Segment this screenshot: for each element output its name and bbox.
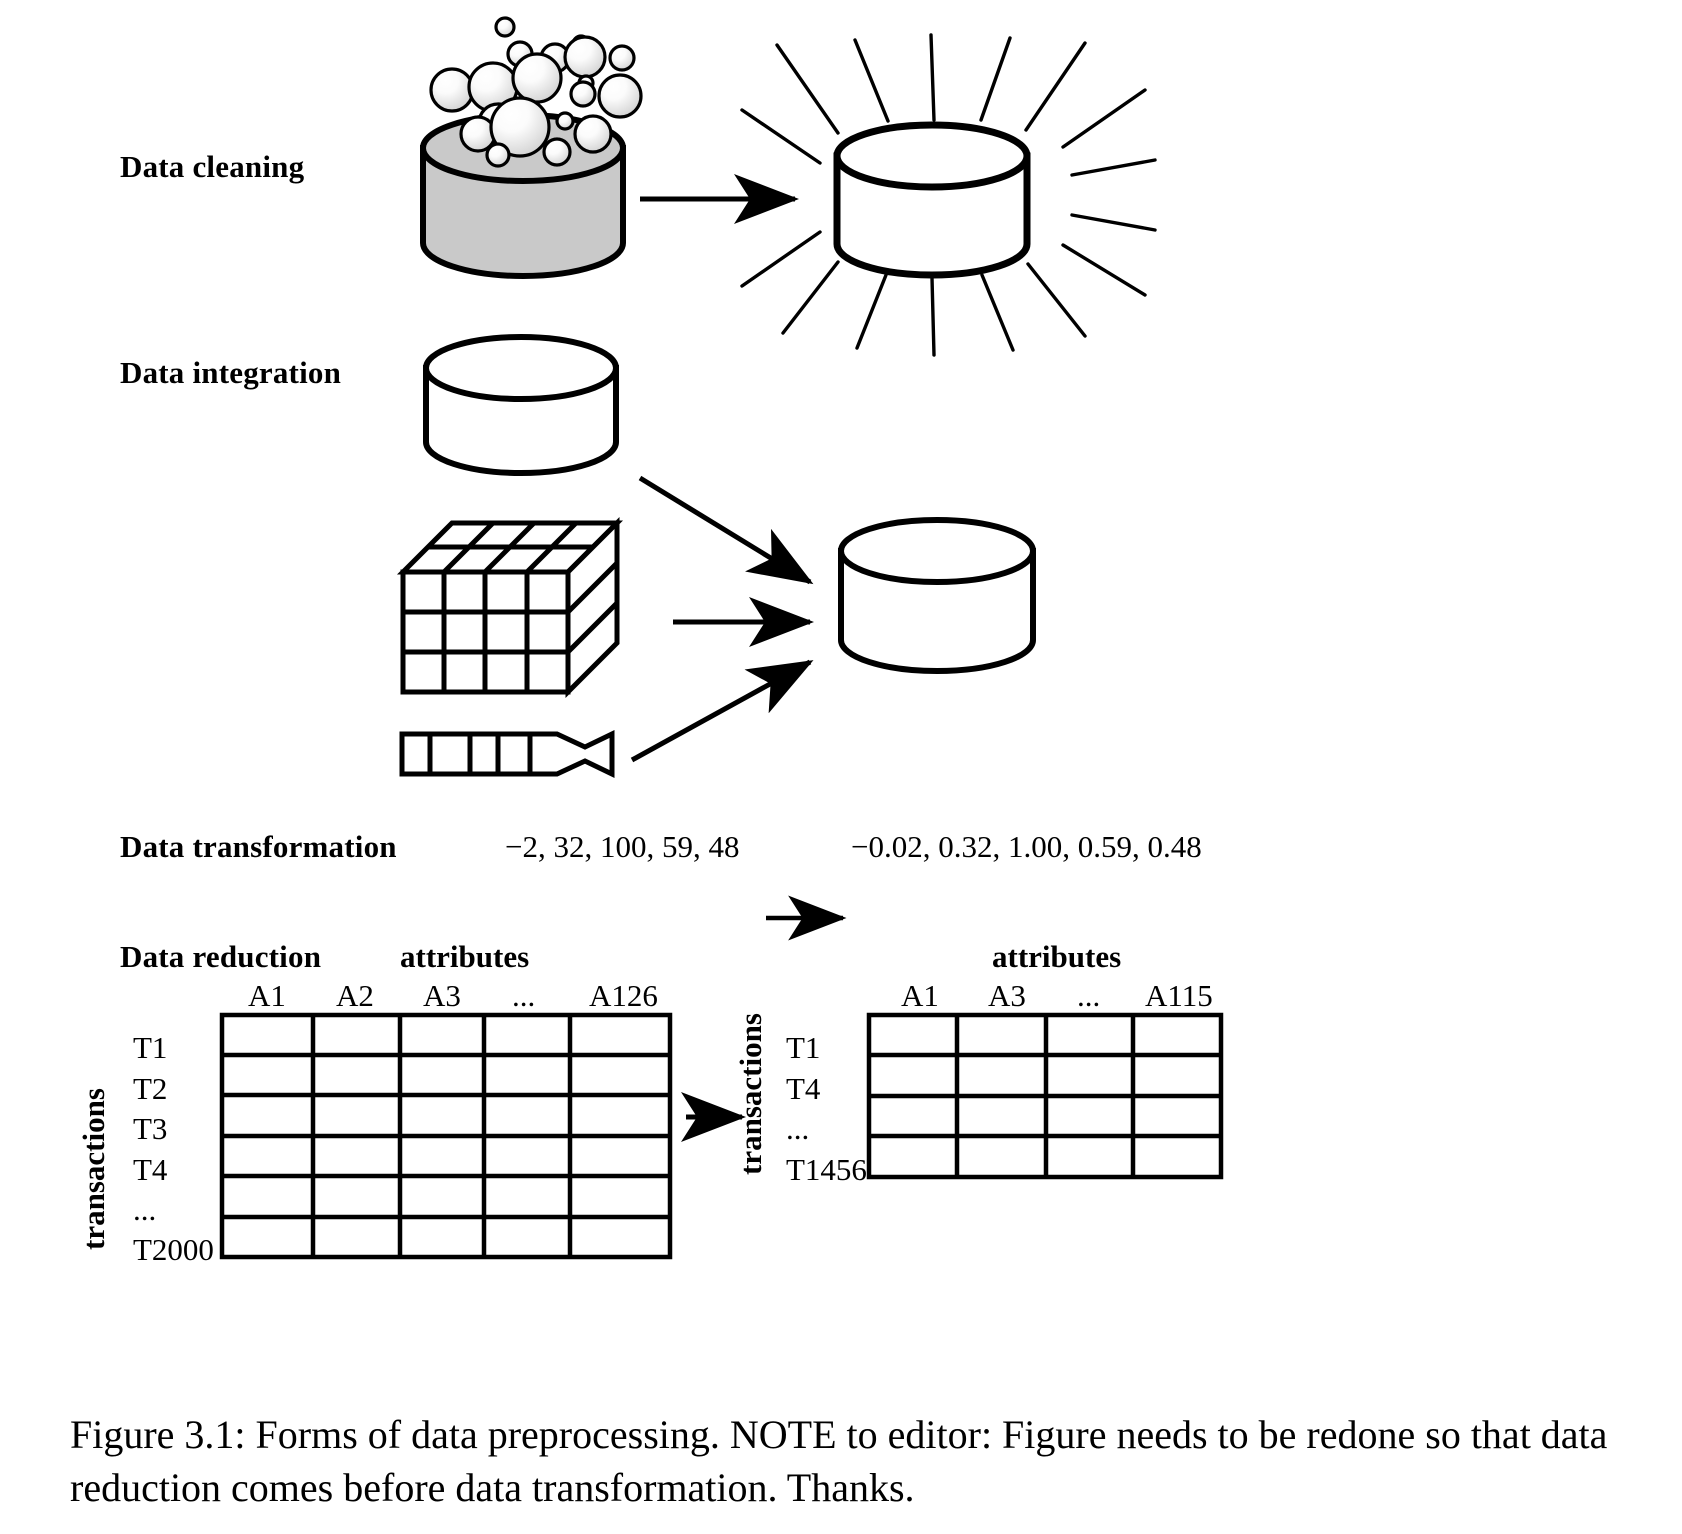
result-column-header: A1 (901, 978, 939, 1013)
source-column-header: ... (512, 978, 536, 1013)
arrow-right-icon (638, 475, 814, 585)
source-row-header: T2 (133, 1071, 168, 1106)
stage-label-data-cleaning: Data cleaning (120, 149, 305, 184)
result-row-header: T1 (786, 1030, 821, 1065)
source-table-grid (219, 1012, 673, 1260)
source-column-header: A3 (423, 978, 461, 1013)
result-column-header: ... (1077, 978, 1101, 1013)
stage-label-data-transformation: Data transformation (120, 829, 397, 864)
source-table-transactions-label: transactions (76, 1088, 111, 1250)
source-row-header: T4 (133, 1152, 168, 1187)
database-icon (423, 334, 619, 476)
result-row-header: ... (786, 1111, 810, 1146)
result-table-transactions-label: transactions (733, 1013, 768, 1175)
result-row-header: T1456 (786, 1152, 867, 1187)
stage-label-data-reduction: Data reduction (120, 939, 322, 974)
source-row-header: T1 (133, 1030, 168, 1065)
sparkle-rays-icon (740, 33, 1157, 357)
arrow-right-icon (630, 659, 814, 763)
source-row-header: T2000 (133, 1232, 214, 1267)
source-column-header: A126 (589, 978, 658, 1013)
data-cube-icon (396, 516, 624, 699)
source-column-header: A1 (248, 978, 286, 1013)
database-icon (838, 517, 1036, 674)
sparkling-database-icon (833, 121, 1031, 279)
transformation-after-values: −0.02, 0.32, 1.00, 0.59, 0.48 (851, 829, 1202, 864)
source-row-header: T3 (133, 1111, 168, 1146)
result-table-grid (866, 1012, 1224, 1180)
source-table-attributes-label: attributes (400, 939, 530, 974)
bubbles-icon (429, 16, 643, 168)
source-column-header: A2 (336, 978, 374, 1013)
result-table-attributes-label: attributes (992, 939, 1122, 974)
flat-file-icon (399, 730, 615, 778)
source-row-header: ... (133, 1192, 157, 1227)
result-column-header: A3 (988, 978, 1026, 1013)
transformation-before-values: −2, 32, 100, 59, 48 (505, 829, 740, 864)
stage-label-data-integration: Data integration (120, 355, 342, 390)
figure-caption: Figure 3.1: Forms of data preprocessing.… (70, 1412, 1608, 1511)
result-row-header: T4 (786, 1071, 821, 1106)
result-column-header: A115 (1145, 978, 1213, 1013)
